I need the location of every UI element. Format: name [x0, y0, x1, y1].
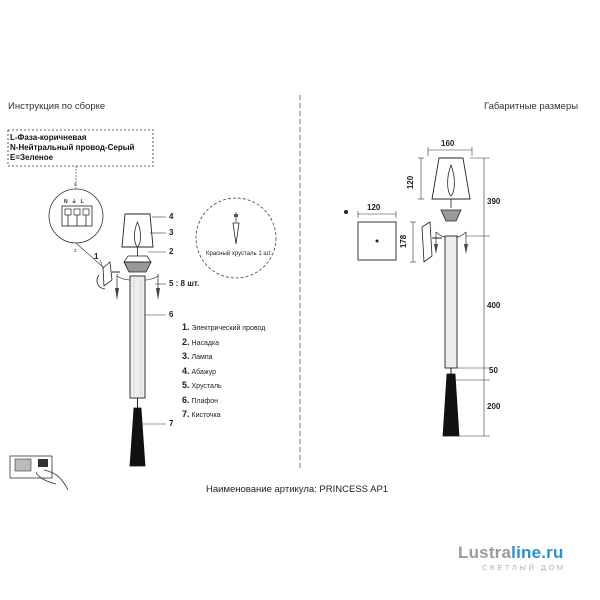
callout-7: 7	[169, 419, 174, 428]
hand-switch-icon	[9, 455, 69, 491]
dim-rod-length: 400	[487, 301, 501, 310]
callout-5: 5 : 8 шт.	[169, 279, 200, 288]
crystal-note: Красный хрусталь 1 шт.	[206, 251, 272, 257]
wiring-line-earth: E=Зеленое	[10, 153, 54, 162]
wiring-line-neutral: N-Нейтральный провод-Серый	[10, 143, 135, 152]
legend-item: 7.Кисточка	[182, 409, 221, 419]
legend-item: 2.Насадка	[182, 336, 220, 347]
parts-legend: 1.Электрический провод 2.Насадка 3.Лампа…	[182, 322, 265, 424]
dim-upper-height: 390	[487, 197, 501, 206]
wiring-box	[7, 129, 154, 167]
right-section-title: Габаритные размеры	[484, 101, 579, 112]
base-plate-drawing	[344, 210, 397, 261]
terminal-labels: N⏚L	[64, 198, 88, 205]
legend-item: 3.Лампа	[182, 351, 213, 361]
svg-text:z: z	[74, 248, 77, 254]
logo-part-1: Lustra	[458, 543, 512, 562]
terminal-label-earth: ⏚	[71, 199, 81, 205]
callout-2: 2	[169, 247, 174, 256]
svg-text:z: z	[74, 182, 77, 188]
logo-tagline: СВЕТЛЫЙ ДОМ	[482, 563, 566, 572]
terminal-label-l: L	[80, 199, 88, 205]
dim-cap-length: 50	[489, 366, 498, 375]
dim-tassel-length: 200	[487, 402, 501, 411]
wiring-legend: L-Фаза-коричневая N-Нейтральный провод-С…	[10, 133, 134, 163]
article-name: Наименование артикула: PRINCESS AP1	[206, 484, 389, 495]
legend-item: 5.Хрусталь	[182, 380, 222, 390]
legend-item: 4.Абажур	[182, 365, 217, 376]
dim-shade-height: 120	[406, 175, 416, 190]
terminal-block-icon: z z	[48, 166, 105, 269]
logo-part-2: line.ru	[511, 543, 564, 562]
left-section-title: Инструкция по сборке	[8, 101, 106, 112]
callout-6: 6	[169, 310, 174, 319]
callout-3: 3	[169, 228, 174, 237]
legend-item: 6.Плафон	[182, 394, 219, 405]
red-crystal-icon	[195, 197, 277, 279]
brand-logo: Lustraline.ru СВЕТЛЫЙ ДОМ	[458, 543, 566, 572]
dim-base-width: 120	[367, 203, 381, 212]
lamp-assembly-drawing	[96, 213, 166, 467]
dim-bracket-height: 178	[399, 234, 409, 249]
dim-shade-width: 160	[441, 139, 455, 148]
legend-item: 1.Электрический провод	[182, 322, 266, 332]
callout-1: 1	[94, 252, 99, 261]
terminal-label-n: N	[64, 199, 72, 205]
lamp-dimension-drawing	[410, 147, 490, 437]
callout-4: 4	[169, 212, 174, 221]
wiring-line-phase: L-Фаза-коричневая	[10, 133, 87, 142]
